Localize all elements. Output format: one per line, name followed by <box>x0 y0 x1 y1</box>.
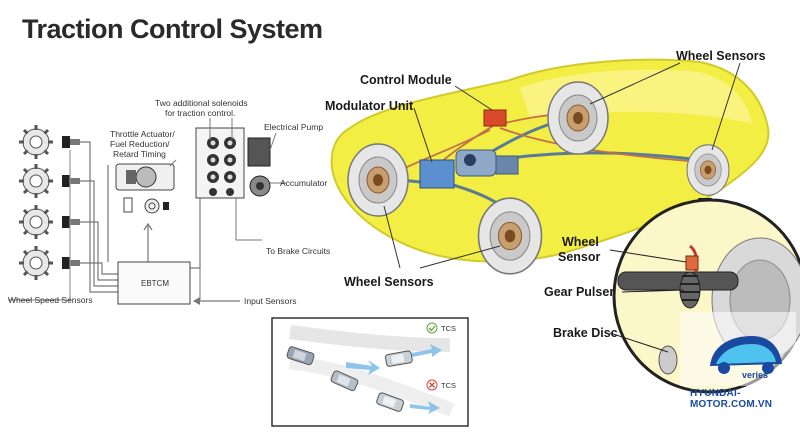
axle-shaft-icon <box>617 271 739 291</box>
car-diagram: Control Module Modulator Unit Wheel Sens… <box>325 49 770 289</box>
wheel-speed-sensors-label: Wheel Speed Sensors <box>8 295 93 305</box>
rear-right-wheel-icon <box>686 144 730 196</box>
throttle-label-3: Retard Timing <box>113 149 166 159</box>
fuel-injector-icon <box>123 197 133 213</box>
ebtcm-label: EBTCM <box>141 279 169 288</box>
tcs-off-label: TCS <box>441 381 456 390</box>
control-module-label: Control Module <box>360 73 452 87</box>
car-icon <box>286 346 315 366</box>
wheel-speed-gear-icon <box>17 244 55 282</box>
tcs-on-label: TCS <box>441 324 456 333</box>
wheel-sensors-bottom-label: Wheel Sensors <box>344 275 434 289</box>
solenoids-note: Two additional solenoids <box>155 98 248 108</box>
gear-pulser-icon <box>679 271 701 309</box>
throttle-label-2: Fuel Reduction/ <box>110 139 170 149</box>
tcs-inset: TCS TCS <box>271 317 469 427</box>
ebtcm-box <box>117 261 191 305</box>
car-icon <box>330 370 359 392</box>
input-sensors-label: Input Sensors <box>244 296 296 306</box>
hyundai-car-logo-icon <box>710 336 782 374</box>
watermark-brand: HYUNDAI-MOTOR.COM.VN <box>690 388 773 410</box>
wheel-speed-gear-icon <box>17 203 55 241</box>
speed-sensor-icon <box>62 175 70 187</box>
throttle-label: Throttle Actuator/ <box>110 129 175 139</box>
rear-left-wheel-icon <box>547 81 609 155</box>
car-icon <box>384 350 413 367</box>
page-title: Traction Control System <box>22 14 323 44</box>
solenoids-note-2: for traction control. <box>165 108 235 118</box>
zoom-sensor-icon <box>685 255 699 271</box>
wheel-sensor-label: Wheel <box>562 235 599 249</box>
electrical-pump-icon <box>247 137 271 167</box>
gear-pulser-label: Gear Pulser <box>544 285 614 299</box>
modulator-unit-label: Modulator Unit <box>325 99 414 113</box>
watermark-logo: veries <box>680 312 796 386</box>
speed-sensor-icon <box>62 136 70 148</box>
front-left-wheel-icon <box>347 143 409 217</box>
speed-sensor-icon <box>62 216 70 228</box>
wheel-sensor-label-2: Sensor <box>558 250 601 264</box>
to-brake-circuits-label: To Brake Circuits <box>266 246 330 256</box>
ignition-gear-icon <box>144 198 169 214</box>
left-schematic: Two additional solenoids for traction co… <box>8 98 330 306</box>
wheel-sensors-top-label: Wheel Sensors <box>676 49 766 63</box>
watermark-logo-text: veries <box>742 370 768 380</box>
wheel-speed-gear-icon <box>17 123 55 161</box>
modulator-unit-icon <box>419 149 519 189</box>
accumulator-icon <box>249 175 271 197</box>
tcs-on-check-icon <box>426 322 438 334</box>
speed-sensor-icon <box>62 257 70 269</box>
car-icon <box>376 392 405 412</box>
hydraulic-modulator-icon <box>195 127 245 199</box>
wheel-speed-gear-icon <box>17 162 55 200</box>
control-module-icon <box>483 109 507 127</box>
accumulator-label: Accumulator <box>280 178 327 188</box>
brake-disc-label: Brake Disc <box>553 326 618 340</box>
front-right-wheel-icon <box>477 197 543 275</box>
electrical-pump-label: Electrical Pump <box>264 122 323 132</box>
throttle-actuator-icon <box>115 163 175 191</box>
tcs-off-cross-icon <box>426 379 438 391</box>
